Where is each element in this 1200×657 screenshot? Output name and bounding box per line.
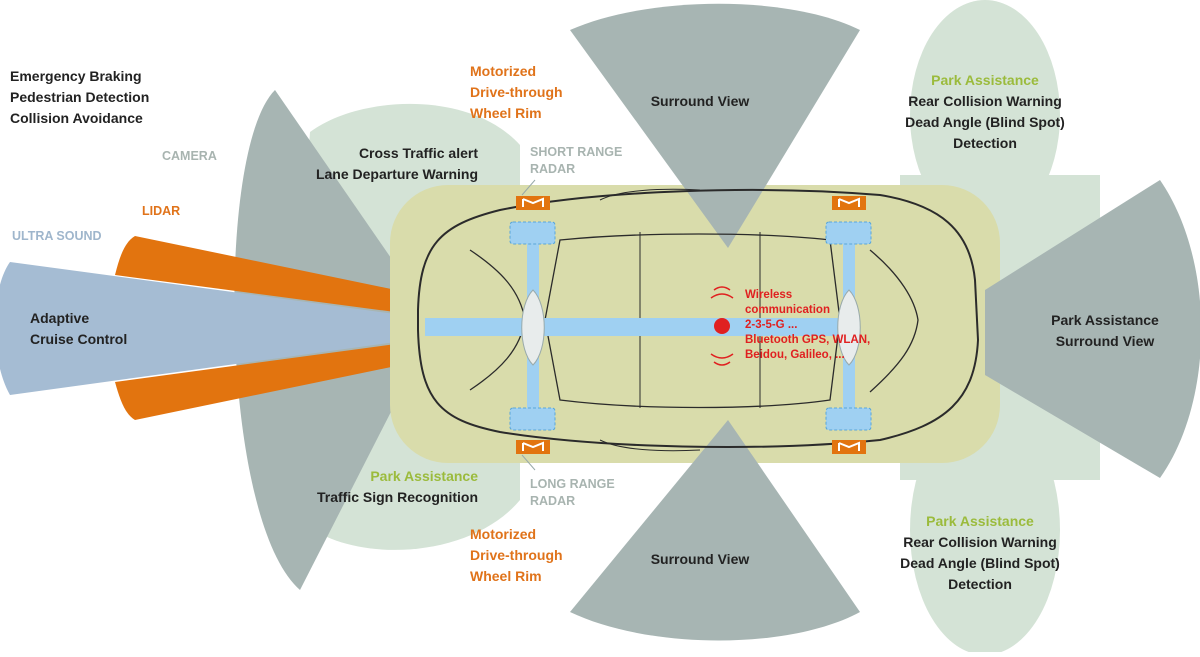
drive-through-text: Drive-through (470, 84, 563, 100)
wheel-motor-icon (832, 440, 866, 454)
wireless-antenna-icon (710, 286, 734, 366)
park-assistance-title: Park Assistance (926, 513, 1034, 529)
radar-wave-icon (521, 179, 536, 471)
wireless-text: Wireless (745, 289, 793, 301)
surround-view-text: Surround View (1055, 333, 1155, 349)
dead-angle-text: Dead Angle (Blind Spot) (900, 555, 1060, 571)
short-range-radar-label: SHORT RANGE RADAR (530, 144, 622, 178)
rear-cone (985, 180, 1200, 478)
radar-text: RADAR (530, 162, 576, 176)
front-differential (521, 289, 545, 366)
bluetooth-gps-text: Bluetooth GPS, WLAN, (745, 334, 871, 346)
rear-differential (837, 289, 861, 366)
surround-cone-top (570, 3, 860, 248)
collision-avoidance-text: Collision Avoidance (10, 110, 143, 126)
lane-departure-text: Lane Departure Warning (315, 166, 478, 182)
detection-text: Detection (953, 135, 1017, 151)
motorized-top-label: Motorized Drive-through Wheel Rim (470, 61, 563, 124)
dead-angle-text: Dead Angle (Blind Spot) (905, 114, 1065, 130)
bus-rear-bottom (826, 408, 871, 430)
camera-label: CAMERA (162, 149, 217, 163)
front-functions-label: Emergency Braking Pedestrian Detection C… (10, 66, 149, 129)
surround-cone-bottom (570, 420, 860, 641)
wheel-rim-text: Wheel Rim (470, 568, 542, 584)
motorized-text: Motorized (470, 63, 537, 79)
long-range-radar-label: LONG RANGE RADAR (530, 476, 615, 510)
rear-right-label: Park Assistance Surround View (1035, 310, 1175, 352)
cross-traffic-label: Cross Traffic alert Lane Departure Warni… (298, 143, 478, 185)
differentials (521, 289, 861, 366)
surround-view-top-label: Surround View (650, 93, 750, 109)
adaptive-cruise-label: Adaptive Cruise Control (30, 308, 127, 350)
park-left-bottom-label: Park Assistance Traffic Sign Recognition (298, 466, 478, 508)
cross-traffic-text: Cross Traffic alert (358, 145, 478, 161)
communication-text: communication (745, 304, 830, 316)
drive-through-text: Drive-through (470, 547, 563, 563)
wireless-label: Wireless communication 2-3-5-G ... Bluet… (745, 288, 870, 363)
wheel-motor-icon (516, 440, 550, 454)
lidar-cone-bottom (115, 340, 425, 420)
cellular-text: 2-3-5-G ... (745, 319, 798, 331)
traffic-sign-text: Traffic Sign Recognition (316, 489, 478, 505)
rear-collision-text: Rear Collision Warning (903, 534, 1057, 550)
adaptive-text: Adaptive (30, 310, 90, 326)
cruise-control-text: Cruise Control (30, 331, 128, 347)
rear-collision-text: Rear Collision Warning (908, 93, 1062, 109)
motorized-bottom-label: Motorized Drive-through Wheel Rim (470, 524, 563, 587)
lidar-label: LIDAR (142, 204, 181, 218)
bus-front-top (510, 222, 555, 244)
rear-top-label: Park Assistance Rear Collision Warning D… (895, 70, 1075, 154)
park-assistance-title: Park Assistance (370, 468, 478, 484)
pedestrian-detection-text: Pedestrian Detection (10, 89, 150, 105)
lidar-cone-top (115, 236, 425, 316)
surround-view-bottom-label: Surround View (650, 551, 750, 567)
ultra-sound-label: ULTRA SOUND (12, 229, 102, 243)
beidou-galileo-text: Beidou, Galileo, ... (745, 349, 845, 361)
radar-text: RADAR (530, 494, 576, 508)
long-range-text: LONG RANGE (530, 477, 615, 491)
bus-outline (509, 221, 872, 431)
short-range-text: SHORT RANGE (530, 145, 623, 159)
park-assistance-text: Park Assistance (1051, 312, 1159, 328)
wheel-motor-icon (516, 196, 550, 210)
wheel-motor-icon (832, 196, 866, 210)
wheel-rim-text: Wheel Rim (470, 105, 542, 121)
wheel-motor-icons (516, 196, 866, 454)
bus-rear-top (826, 222, 871, 244)
rear-bottom-label: Park Assistance Rear Collision Warning D… (890, 511, 1070, 595)
detection-text: Detection (948, 576, 1012, 592)
park-assistance-title: Park Assistance (931, 72, 1039, 88)
motorized-text: Motorized (470, 526, 537, 542)
emergency-braking-text: Emergency Braking (10, 68, 142, 84)
ultrasound-cone (0, 262, 425, 395)
rear-top-zone (910, 0, 1060, 230)
bus-front-bottom (510, 408, 555, 430)
